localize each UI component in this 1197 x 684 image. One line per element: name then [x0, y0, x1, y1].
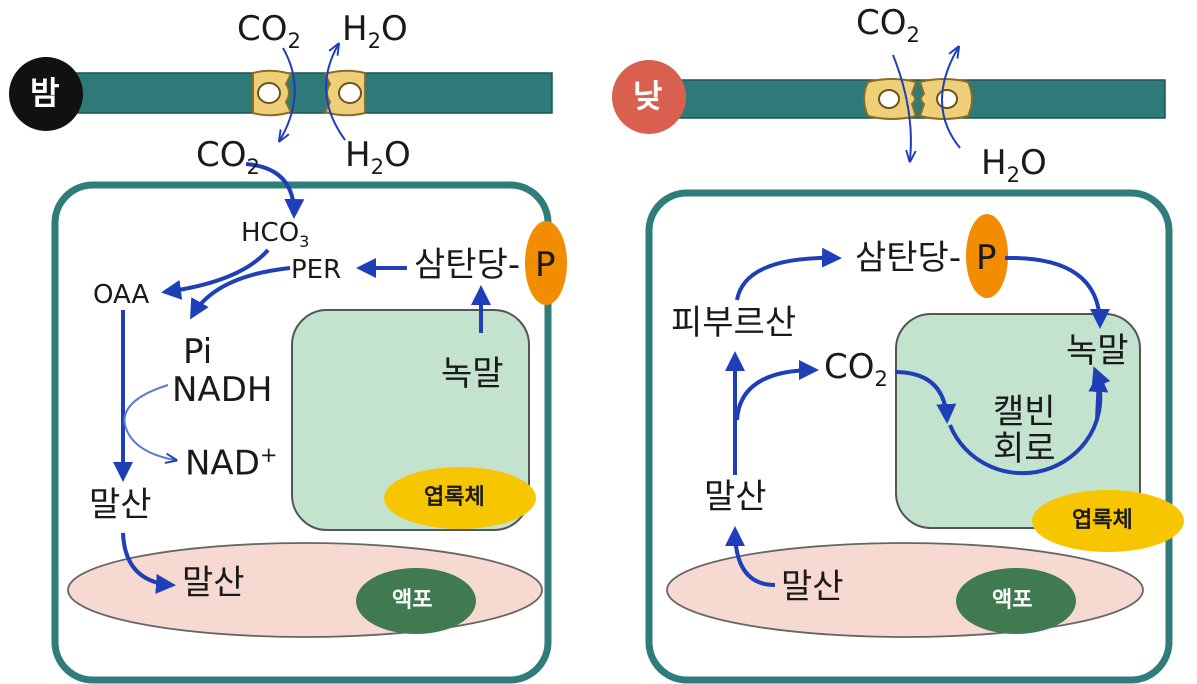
day-vacuole-label-bg — [956, 568, 1076, 634]
day-calvin-cycle-arrow — [948, 366, 1111, 476]
day-starch-label: 녹말 — [1066, 331, 1129, 371]
day-membrane — [669, 79, 1166, 119]
night-per-label: PER — [291, 255, 342, 285]
night-malate-cell-label: 말산 — [89, 485, 152, 525]
day-triose-label: 삼탄당- — [855, 238, 962, 278]
day-vacuole-label: 액포 — [992, 588, 1033, 613]
day-calvin-label-1: 캘빈 — [993, 392, 1056, 432]
night-phosphate-oval — [525, 221, 567, 305]
day-co2-top-label: CO2 — [856, 3, 920, 47]
night-nadh-label: NADH — [172, 370, 273, 410]
night-h2o-out-arrow — [325, 45, 346, 141]
night-co2-outside-label: CO2 — [237, 9, 301, 53]
day-co2-cell-label: CO2 — [824, 347, 888, 391]
night-chloroplast-label: 엽록체 — [424, 485, 485, 510]
day-vacuole-to-malate-arrow — [725, 526, 776, 587]
day-h2o-out-arrow — [941, 48, 961, 149]
night-chloroplast-label-bg — [384, 467, 536, 529]
night-nad-plus-label: NAD+ — [185, 442, 278, 484]
night-badge — [9, 57, 83, 131]
night-malate-vacuole-label: 말산 — [182, 563, 245, 603]
day-pyruvate-to-triose-arrow — [735, 247, 842, 301]
night-malate-to-vacuole-arrow — [121, 532, 176, 594]
night-phosphate-label: P — [535, 245, 556, 285]
night-co2-in-arrow — [280, 47, 296, 140]
day-co2-to-calvin-arrow — [894, 370, 957, 424]
night-hco3-label: HCO3 — [241, 218, 310, 252]
day-malate-vacuole-label: 말산 — [781, 567, 844, 607]
night-starch-label: 녹말 — [441, 354, 504, 394]
day-badge — [612, 60, 686, 134]
night-hco3-to-oaa-arrow — [161, 248, 270, 300]
day-malate-to-co2-arrow — [735, 360, 819, 421]
night-h2o-inside-label: H2O — [345, 135, 411, 179]
day-chloroplast-label: 엽록체 — [1072, 508, 1133, 533]
night-nadh-to-nad-arrow — [123, 384, 175, 460]
day-chloroplast-label-bg — [1032, 490, 1184, 552]
night-stoma — [252, 69, 366, 117]
day-calvin-to-starch-arrow — [1088, 372, 1109, 421]
night-vacuole-label: 액포 — [392, 588, 433, 613]
day-co2-out-arrow — [892, 54, 911, 160]
night-badge-label: 밤 — [30, 74, 60, 112]
night-triose-label: 삼탄당- — [414, 245, 521, 285]
night-oaa-label: OAA — [93, 280, 150, 310]
day-phosphate-label: P — [976, 238, 997, 278]
day-chloroplast — [895, 313, 1141, 529]
day-phosphate-oval — [966, 214, 1008, 298]
day-badge-label: 낮 — [633, 77, 663, 115]
night-vacuole-label-bg — [356, 568, 476, 634]
day-malate-cell-label: 말산 — [704, 477, 767, 517]
night-h2o-outside-label: H2O — [342, 9, 408, 53]
day-pyruvate-label: 피부르산 — [671, 303, 797, 343]
night-pi-label: Pi — [183, 332, 213, 372]
day-h2o-bottom-label: H2O — [981, 143, 1047, 187]
night-per-to-pi-arrow — [190, 266, 291, 320]
day-triose-to-starch-arrow — [1004, 255, 1110, 329]
night-co2-to-hco3-arrow — [245, 162, 305, 219]
night-co2-inside-label: CO2 — [196, 135, 260, 179]
day-calvin-label-2: 회로 — [993, 429, 1056, 469]
night-membrane — [39, 72, 553, 114]
